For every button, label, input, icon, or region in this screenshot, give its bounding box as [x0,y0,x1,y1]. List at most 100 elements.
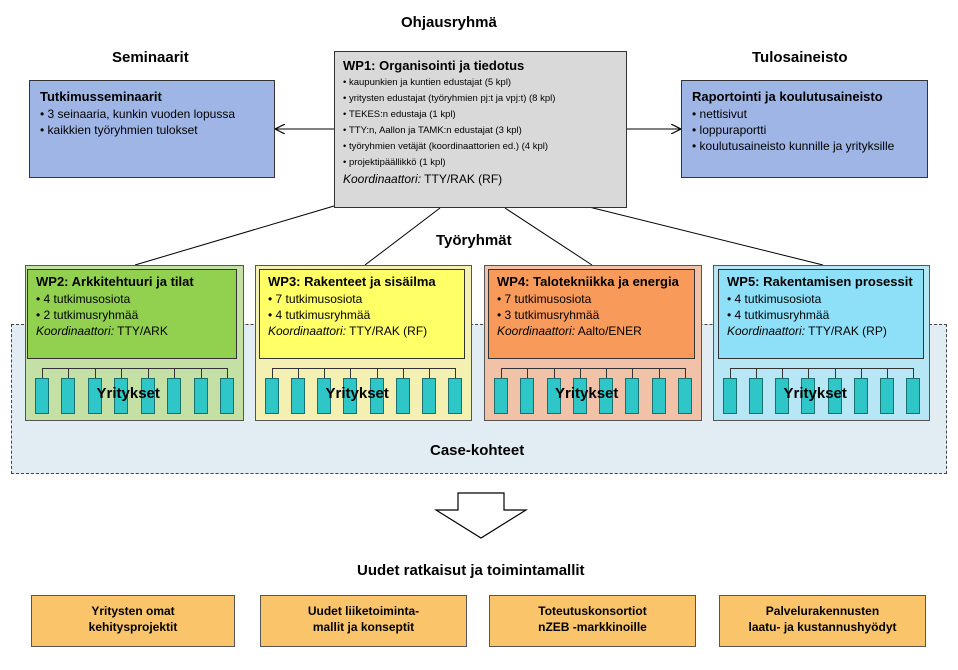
wp-coordinator: Koordinaattori: TTY/RAK (RP) [727,324,887,338]
company-connector [376,368,378,378]
seminars-item: kaikkien työryhmien tulokset [40,122,264,138]
wp-box-2: WP2: Arkkitehtuuri ja tilat4 tutkimusosi… [27,269,237,359]
result-box-company-projects: Yritysten omat kehitysprojektit [31,595,235,647]
wp1-item: työryhmien vetäjät (koordinaattorien ed.… [343,139,618,155]
companies-label: Yritykset [96,385,160,402]
company-box [749,378,764,414]
company-connector [272,368,273,378]
company-box [853,378,868,414]
company-box [448,378,462,414]
results-item: loppuraportti [692,122,917,138]
company-connector [860,368,862,378]
companies-label: Yritykset [325,385,389,402]
company-box [678,378,692,414]
wp-item: 4 tutkimusryhmää [268,307,456,323]
company-box [775,378,790,414]
wp-box-5: WP5: Rakentamisen prosessit 4 tutkimusosi… [718,269,924,359]
company-box [494,378,508,414]
company-connector [501,368,502,378]
company-connector [147,368,149,378]
wp1-item: kaupunkien ja kuntien edustajat (5 kpl) [343,75,618,91]
company-box [599,378,614,414]
wp-item: 4 tutkimusosiota [36,291,228,307]
company-connector [913,368,914,378]
wp-coordinator: Koordinaattori: TTY/RAK (RF) [268,324,428,338]
line-wp1-wp4 [504,207,593,266]
company-box [827,378,842,414]
wp-item: 3 tutkimusryhmää [497,307,686,323]
line-wp1-wp3 [364,207,441,266]
company-connector [200,368,202,378]
wp1-coordinator: Koordinaattori: TTY/RAK (RF) [343,172,503,186]
company-connector [579,368,581,378]
wp-coordinator: Koordinaattori: TTY/ARK [36,324,168,338]
result-box-business-models: Uudet liiketoiminta- mallit ja konseptit [260,595,467,647]
company-connector [834,368,836,378]
company-connector [527,368,529,378]
company-connector [94,368,96,378]
company-connector [756,368,758,378]
line-wp1-wp2 [134,205,335,266]
company-box [879,378,894,414]
company-box [572,378,587,414]
wp-title: WP5: Rakentamisen prosessit [727,274,913,289]
heading-working-groups: Työryhmät [436,232,512,249]
company-box [114,378,129,414]
company-box [546,378,561,414]
line-wp1-wp5 [584,205,824,266]
result-box-service-buildings: Palvelurakennusten laatu- ja kustannushy… [719,595,926,647]
company-bracket [272,368,455,369]
company-connector [428,368,430,378]
wp1-item: projektipäällikkö (1 kpl) [343,155,618,171]
wp-box-3: WP3: Rakenteet ja sisäilma 7 tutkimusosio… [259,269,465,359]
company-box [265,378,279,414]
company-box [395,378,410,414]
company-box [723,378,737,414]
wp-box-4: WP4: Talotekniikka ja energia 7 tutkimuso… [488,269,695,359]
wp-item: 7 tutkimusosiota [497,291,686,307]
company-box [625,378,640,414]
company-connector [324,368,326,378]
company-connector [402,368,404,378]
company-connector [553,368,555,378]
company-box [801,378,816,414]
company-connector [730,368,731,378]
company-connector [782,368,784,378]
company-box [87,378,102,414]
wp-item: 4 tutkimusosiota [727,291,915,307]
company-connector [455,368,456,378]
results-item: koulutusaineisto kunnille ja yrityksille [692,138,917,154]
seminars-box-title: Tutkimusseminaarit [40,89,162,104]
wp-item: 7 tutkimusosiota [268,291,456,307]
company-box [520,378,535,414]
heading-seminars: Seminaarit [112,49,189,66]
result-box-consortia: Toteutuskonsortiot nZEB -markkinoille [489,595,696,647]
wp-coordinator: Koordinaattori: Aalto/ENER [497,324,642,338]
wp1-item: TTY:n, Aallon ja TAMK:n edustajat (3 kpl… [343,123,618,139]
company-connector [886,368,888,378]
company-box [291,378,306,414]
company-box [140,378,155,414]
company-box [35,378,49,414]
company-bracket [42,368,227,369]
wp-title: WP4: Talotekniikka ja energia [497,274,679,289]
company-box [651,378,666,414]
wp-item: 4 tutkimusryhmää [727,307,915,323]
company-box [317,378,332,414]
company-box [61,378,76,414]
company-bracket [501,368,685,369]
wp1-title: WP1: Organisointi ja tiedotus [343,58,525,73]
company-connector [685,368,686,378]
wp1-box: WP1: Organisointi ja tiedotus kaupunkien… [334,51,627,208]
company-connector [632,368,634,378]
company-connector [68,368,70,378]
company-connector [350,368,352,378]
company-connector [606,368,608,378]
results-material-box: Raportointi ja koulutusaineisto nettisiv… [681,80,928,178]
wp-title: WP3: Rakenteet ja sisäilma [268,274,436,289]
companies-label: Yritykset [555,385,619,402]
company-box [421,378,436,414]
company-connector [174,368,176,378]
company-connector [227,368,228,378]
